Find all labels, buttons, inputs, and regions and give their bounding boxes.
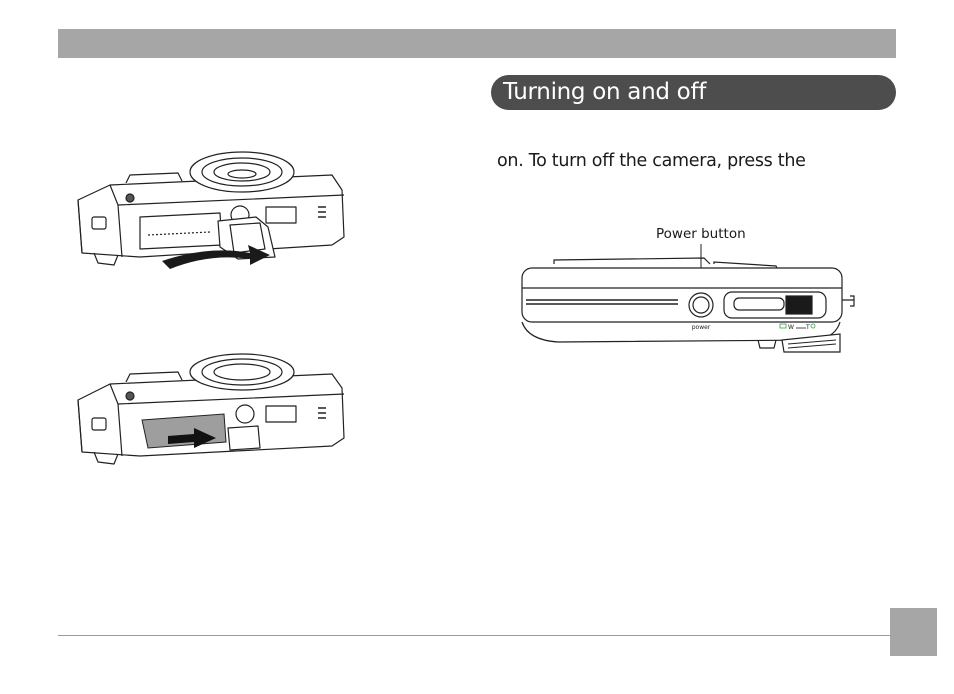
header-bar	[58, 29, 896, 58]
tele-zoom-icon	[810, 323, 816, 329]
wide-zoom-icon	[779, 323, 787, 329]
page-number-tab	[890, 608, 937, 656]
battery-door-close-illustration	[77, 353, 345, 465]
power-button-callout: Power button	[656, 226, 746, 242]
zoom-wide-label: W	[788, 324, 794, 331]
battery-door-open-illustration	[77, 151, 345, 269]
section-title: Turning on and off	[503, 79, 707, 105]
power-mark-label: power	[692, 324, 711, 331]
body-text-line: on. To turn off the camera, press the	[497, 151, 806, 171]
section-heading: Turning on and off	[491, 75, 896, 110]
footer-rule	[58, 635, 890, 636]
camera-top-view-illustration: power W T	[521, 244, 855, 353]
zoom-tele-label: T	[805, 324, 810, 331]
